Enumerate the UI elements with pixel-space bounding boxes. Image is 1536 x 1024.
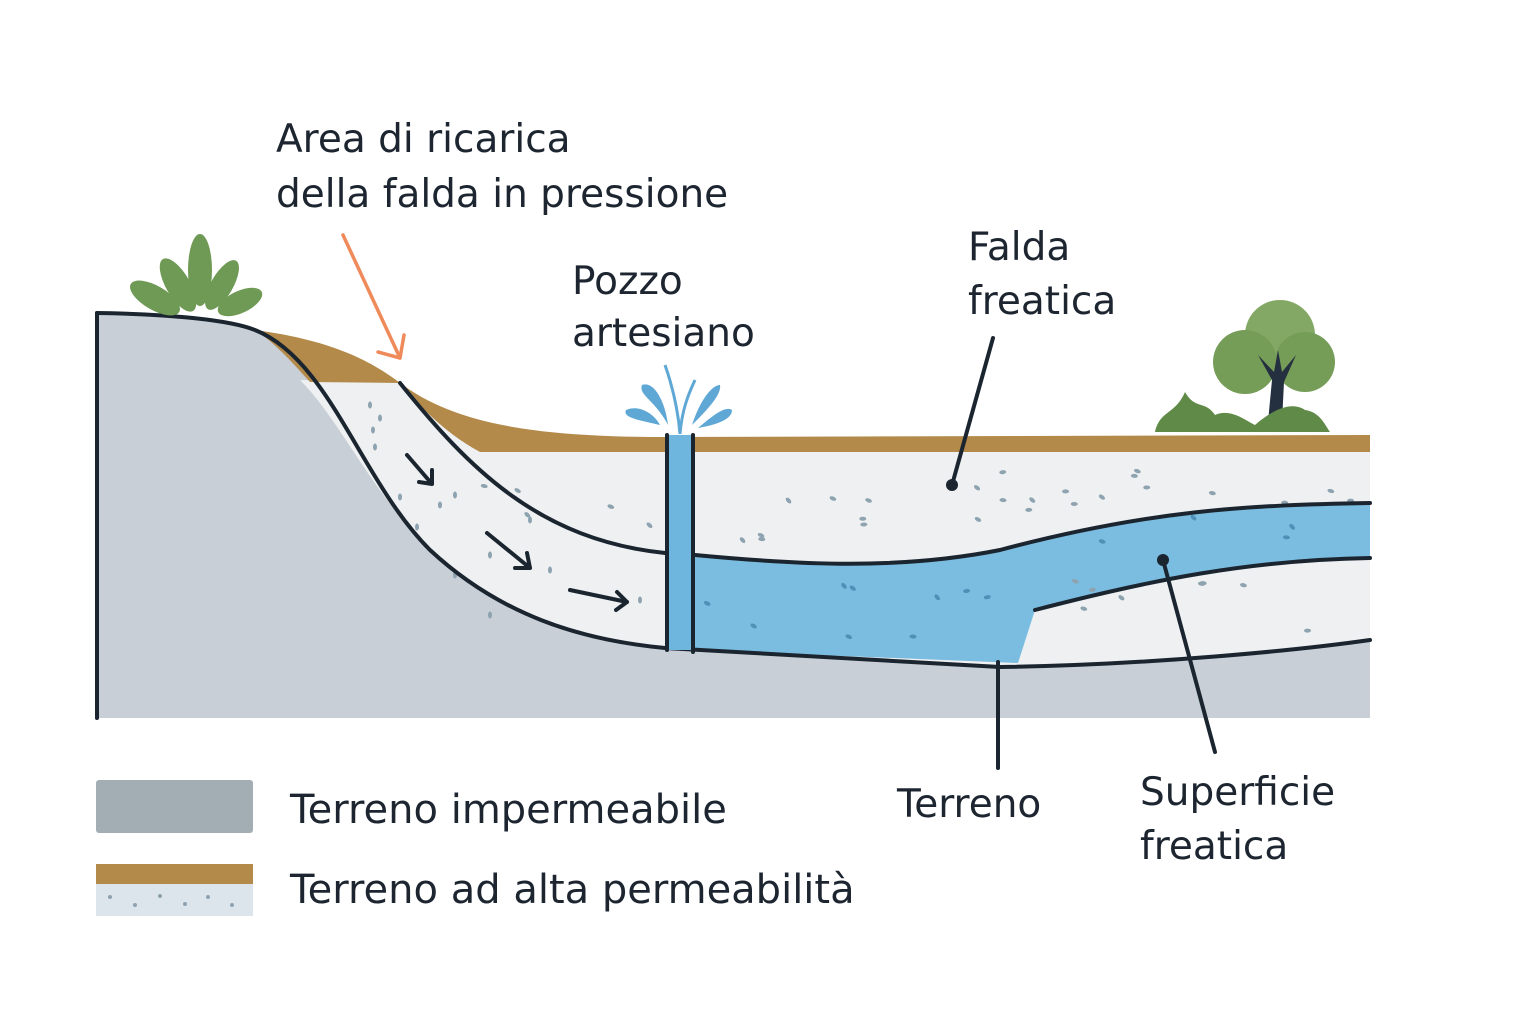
grain-dot [757,532,765,538]
grain-dot [1208,491,1216,496]
grain-dot [488,551,492,559]
label-unconfined-aquifer: Falda [968,225,1070,270]
grain-dot [398,493,402,501]
grain-dot [758,537,766,542]
confining-line-upper [398,381,667,555]
grain-dot [974,517,982,522]
grain-dot [1289,523,1295,530]
grain-dot [934,594,941,601]
grain-dot [368,401,372,409]
grain-dot [739,537,746,544]
grain-dot [999,498,1007,503]
grain-dot [1240,583,1247,588]
grain-dot [480,483,488,489]
grain-dot [1282,535,1290,540]
legend-label-impermeable: Terreno impermeabile [289,787,727,833]
grain-dot [785,497,792,504]
grain-dot [646,522,653,529]
label-recharge-area: Area di ricarica [276,117,571,162]
leader-superficie-freatica [1161,558,1217,754]
grain-dot [1080,606,1088,611]
grain-dot [1088,587,1096,592]
grain-dot [703,601,711,606]
topsoil-layer [255,330,1370,452]
grain-dot [1029,497,1036,503]
water-fountain-icon [625,364,732,435]
grain-dot [1098,539,1106,544]
water-table-line [693,501,1372,566]
grain-dot [829,496,837,501]
grain-dot [750,623,757,629]
label-recharge-area-2: della falda in pressione [276,172,728,217]
label-soil: Terreno [896,782,1041,827]
grain-dot [963,588,971,594]
grain-dot [378,414,382,422]
grain-dot [845,634,852,640]
impermeable-layer [97,313,1370,718]
recharge-arrow-icon [341,233,406,360]
grain-dot [524,512,531,518]
flow-arrows [405,453,629,612]
grain-dot [859,516,867,521]
grain-dot [909,634,917,639]
grain-dot [438,501,442,509]
label-unconfined-aquifer-2: freatica [968,279,1116,324]
label-well-2: artesiano [572,311,755,356]
grain-dot [1072,578,1079,584]
grain-dot [1197,581,1205,586]
label-water-table: Superficie [1140,770,1335,815]
grain-dot [983,595,991,600]
grain-dot [1098,494,1106,500]
artesian-well [665,435,695,650]
grain-dot [453,491,457,499]
grain-dot [1304,628,1312,633]
water-bottom-line [1033,556,1372,612]
leader-dot [946,479,958,491]
legend-swatch-permeable [96,864,253,916]
grain-dot [849,585,856,591]
leader-dot [1157,554,1169,566]
grain-dot [514,488,521,494]
tree-icon [1155,300,1335,432]
label-well: Pozzo [572,259,683,304]
grain-dot [1062,489,1070,494]
grain-dot [1025,507,1033,512]
grain-dot [860,522,868,527]
grain-dot [841,582,847,589]
unconfined-aquifer [400,383,1370,667]
grain-dot [528,516,532,524]
grain-dot [1133,468,1141,474]
grain-dot [638,596,642,604]
grain-dot [1118,595,1125,601]
water-body [695,503,1370,663]
legend-label-permeable: Terreno ad alta permeabilità [289,867,855,913]
grain-dot [371,426,375,434]
grain-dot [607,504,615,509]
shrub-icon [130,234,263,317]
grain-dot [1190,514,1197,521]
grain-dot [488,611,492,619]
grain-dot [1327,488,1335,494]
legend-swatch-impermeable [96,780,253,833]
grain-dot [999,470,1007,475]
impermeable-boundary [95,311,1372,670]
label-water-table-2: freatica [1140,824,1288,869]
grain-dot [415,523,419,531]
grain-dot [1143,485,1151,490]
soil-grain-dots [368,401,1355,640]
grain-dot [373,443,377,451]
grain-dot [1130,473,1138,478]
grain-dot [1070,501,1078,506]
confined-aquifer [300,380,665,648]
grain-dot [865,498,872,503]
grain-dot [973,485,981,491]
grain-dot [548,566,552,574]
leader-falda-freatica [950,336,995,487]
